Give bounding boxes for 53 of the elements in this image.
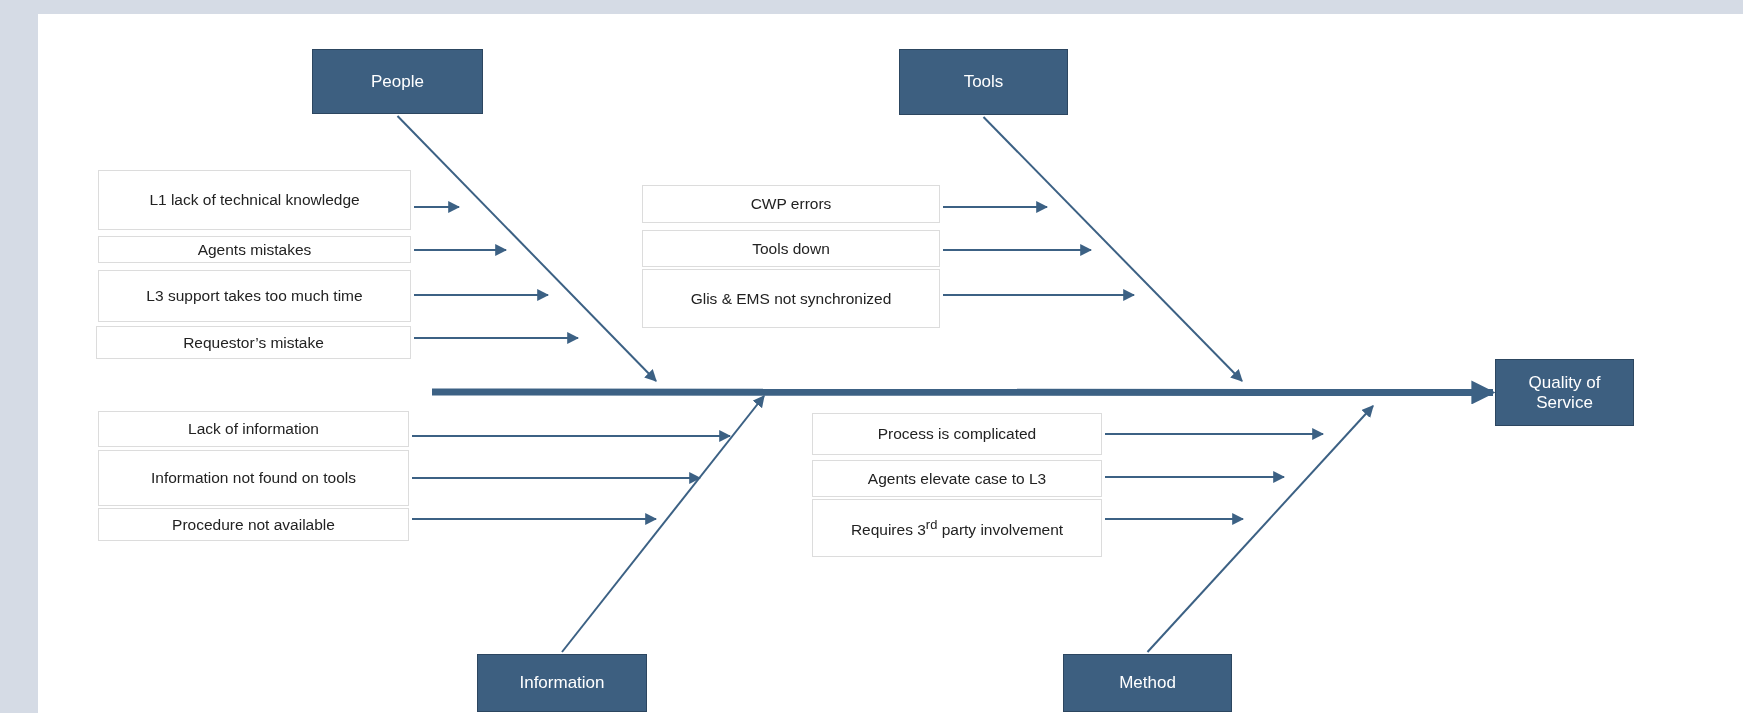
cause-label: Procedure not available <box>172 515 335 534</box>
cause-box <box>98 508 409 541</box>
arrow <box>411 472 702 484</box>
cause-label: Requires 3$^{rd}$ party involvement <box>850 516 1064 540</box>
category-box <box>312 49 483 114</box>
category-box <box>1063 654 1232 712</box>
cause-box <box>642 269 940 328</box>
cause-box <box>812 413 1102 455</box>
cause-box <box>812 460 1102 497</box>
category-label: People <box>371 71 424 92</box>
cause-box <box>98 170 411 230</box>
bone-arrow <box>396 115 657 382</box>
arrow <box>1104 428 1325 440</box>
category-label: Tools <box>963 72 1004 92</box>
cause-label: L3 support takes too much time <box>146 287 363 305</box>
cause-label: Agents mistakes <box>197 240 312 259</box>
category-box <box>477 654 647 712</box>
cause-label: Glis & EMS not synchronized <box>690 289 892 308</box>
cause-box <box>98 450 409 506</box>
arrow <box>1104 471 1286 483</box>
cause-label: Agents elevate case to L3 <box>867 469 1047 488</box>
arrow <box>413 244 508 256</box>
arrow <box>413 201 461 213</box>
cause-box <box>812 499 1102 557</box>
cause-box <box>98 236 411 263</box>
bone-arrow <box>1146 405 1374 653</box>
arrow <box>411 513 658 525</box>
cause-label: Requestor’s mistake <box>183 333 324 352</box>
cause-label: CWP errors <box>750 195 832 213</box>
cause-box <box>98 270 411 322</box>
cause-box <box>98 411 409 447</box>
arrow <box>1104 513 1245 525</box>
cause-box <box>96 326 411 359</box>
cause-label: Process is complicated <box>877 425 1037 443</box>
arrow <box>413 289 550 301</box>
arrow <box>413 332 580 344</box>
cause-box <box>642 185 940 223</box>
category-box <box>899 49 1068 115</box>
arrow <box>411 430 732 442</box>
bone-arrow <box>561 395 765 653</box>
arrow <box>942 244 1093 256</box>
arrow <box>942 201 1049 213</box>
category-label: Quality of Service <box>1527 372 1602 413</box>
cause-label: Information not found on tools <box>150 469 357 487</box>
cause-box <box>642 230 940 267</box>
arrow <box>942 289 1136 301</box>
bone-arrow <box>982 116 1243 382</box>
cause-label: Tools down <box>752 239 830 258</box>
category-label: Method <box>1119 673 1176 693</box>
cause-label: Lack of information <box>188 420 319 438</box>
category-label: Information <box>519 673 605 693</box>
category-box <box>1495 359 1634 426</box>
cause-label: L1 lack of technical knowledge <box>149 191 360 209</box>
